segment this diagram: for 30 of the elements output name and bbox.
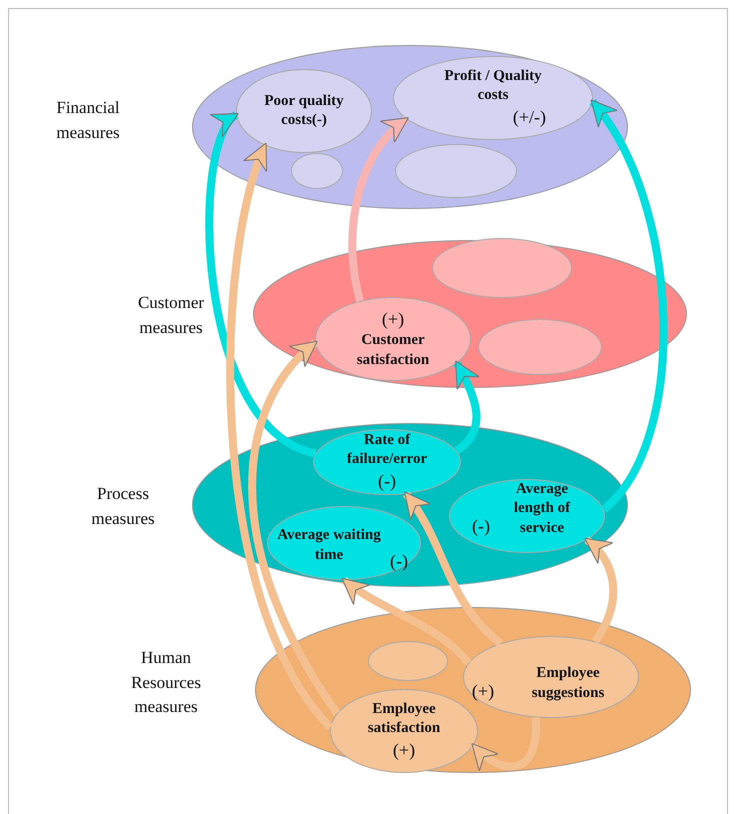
sign-label: (+)	[382, 308, 404, 331]
measure-label: Employee satisfaction	[366, 700, 442, 738]
measure-label: Employee suggestions	[530, 664, 606, 702]
curved-arrow	[341, 576, 472, 666]
curved-arrow	[226, 142, 334, 730]
measure-label: Customer satisfaction	[356, 331, 430, 370]
measure-label: Poor quality costs(-)	[263, 92, 345, 130]
layer-label: Financial measures	[55, 97, 121, 144]
layer-label: Customer measures	[136, 292, 206, 339]
sign-label: (+)	[472, 680, 494, 703]
sign-label: (-)	[378, 470, 396, 493]
curved-arrow	[205, 112, 317, 458]
empty-ellipse	[368, 641, 448, 681]
sign-label: (+/-)	[512, 106, 546, 129]
curved-arrow	[589, 99, 668, 512]
measure-label: Average length of service	[512, 480, 572, 538]
curved-arrow	[584, 536, 618, 644]
measure-label: Average waiting time	[276, 526, 382, 564]
layer-label: Human Resources measures	[130, 647, 202, 718]
curved-arrow	[402, 491, 504, 646]
curved-arrow	[348, 116, 409, 302]
measure-label: Profit / Quality costs	[443, 66, 543, 106]
sign-label: (-)	[472, 514, 490, 538]
curved-arrow	[470, 717, 540, 772]
sign-label: (+)	[392, 738, 416, 762]
sign-label: (-)	[390, 550, 408, 573]
layer-label: Process measures	[90, 483, 156, 530]
curved-arrow	[248, 340, 340, 716]
empty-ellipse	[291, 153, 343, 189]
measure-label: Rate of failure/error	[346, 430, 428, 470]
